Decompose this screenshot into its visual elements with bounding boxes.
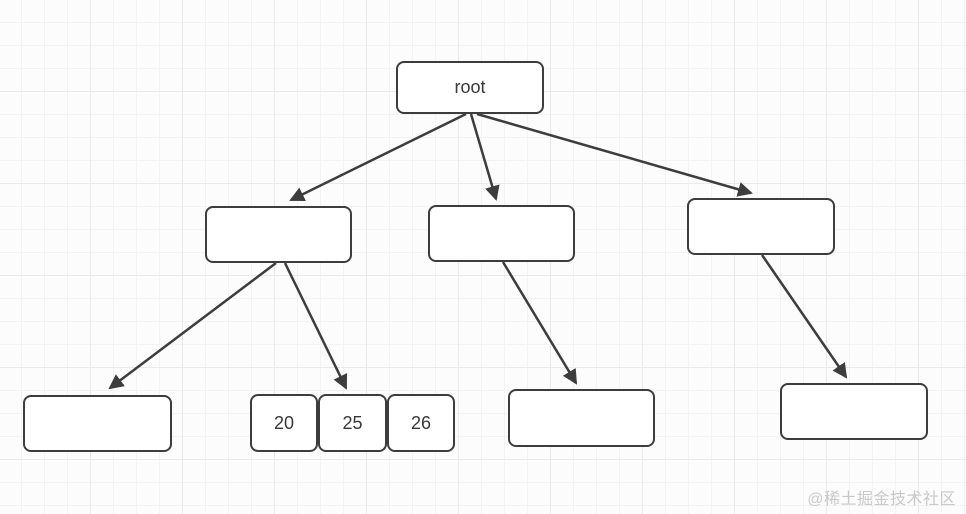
edge-childleft-to-cells	[283, 262, 348, 390]
tree-leaf-cell: 20	[250, 394, 318, 452]
tree-leaf-cell-value: 26	[410, 412, 432, 433]
edge-childleft-to-leaf-left	[108, 262, 277, 390]
tree-leaf-cell: 25	[318, 394, 387, 452]
edge-childmid-to-leaf-mid	[501, 261, 578, 385]
tree-leaf-cell-value: 20	[273, 412, 295, 433]
tree-node-level1-left	[205, 206, 352, 263]
tree-node-root: root	[396, 61, 544, 114]
tree-leaf-cell: 26	[387, 394, 455, 452]
tree-node-root-label: root	[454, 77, 486, 97]
edge-root-to-child-mid	[469, 113, 500, 201]
watermark: @稀土掘金技术社区	[807, 491, 956, 508]
tree-node-level1-right	[687, 198, 835, 255]
tree-leaf-right	[780, 383, 928, 440]
tree-leaf-middle	[508, 389, 655, 447]
tree-node-level1-middle	[428, 205, 575, 262]
edge-root-to-child-left	[289, 112, 467, 202]
edge-childright-to-leaf-right	[760, 254, 848, 379]
tree-leaf-left	[23, 395, 172, 452]
tree-leaf-cell-value: 25	[342, 412, 363, 433]
edge-root-to-child-right	[476, 112, 753, 197]
